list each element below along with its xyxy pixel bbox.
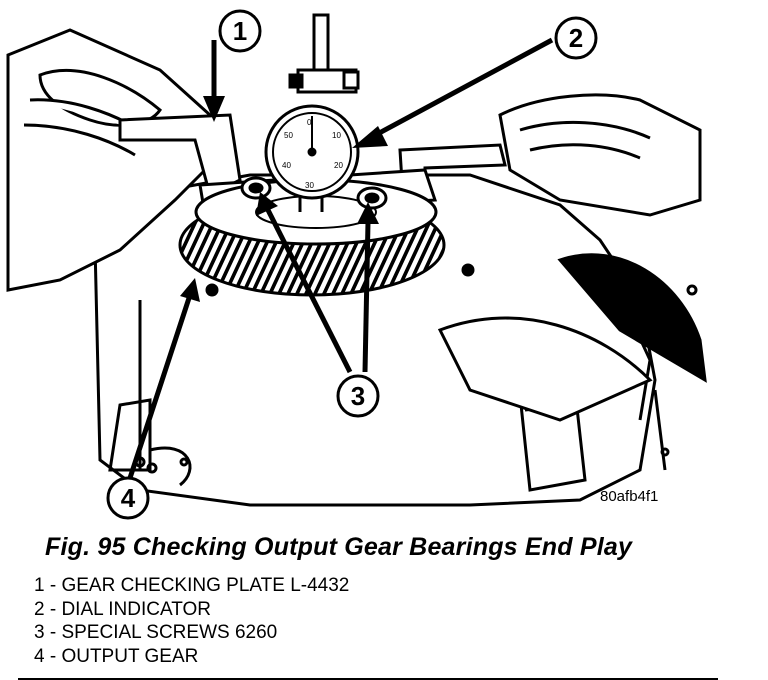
figure-caption: Fig. 95 Checking Output Gear Bearings En… [45,533,633,561]
callout-4-number: 4 [121,483,136,513]
callout-4: 4 [106,476,150,520]
leader-arrows [127,37,554,479]
legend-item-1: 1 - GEAR CHECKING PLATE L-4432 [34,575,350,596]
callout-2: 2 [554,16,598,60]
output-gear-end-play-illustration: 0 10 20 30 40 50 1 2 3 4 [6,9,707,520]
legend-list: 1 - GEAR CHECKING PLATE L-4432 2 - DIAL … [34,574,349,668]
legend-item-2: 2 - DIAL INDICATOR [34,598,212,620]
svg-text:30: 30 [305,181,314,190]
svg-text:10: 10 [332,131,341,140]
image-code: 80afb4f1 [600,488,659,505]
svg-text:40: 40 [282,161,291,170]
dial-indicator: 0 10 20 30 40 50 [264,13,360,212]
callout-3: 3 [336,374,380,418]
callout-1: 1 [218,9,262,53]
legend-item-4: 4 - OUTPUT GEAR [34,645,199,667]
svg-text:50: 50 [284,131,293,140]
callout-2-number: 2 [569,23,583,53]
bottom-rule [18,678,718,680]
callout-1-number: 1 [233,16,247,46]
callout-3-number: 3 [351,381,365,411]
svg-text:0: 0 [307,118,312,127]
svg-text:20: 20 [334,161,343,170]
special-screws [240,176,388,210]
legend-item-3: 3 - SPECIAL SCREWS 6260 [34,622,278,643]
technician-hands [6,28,707,422]
